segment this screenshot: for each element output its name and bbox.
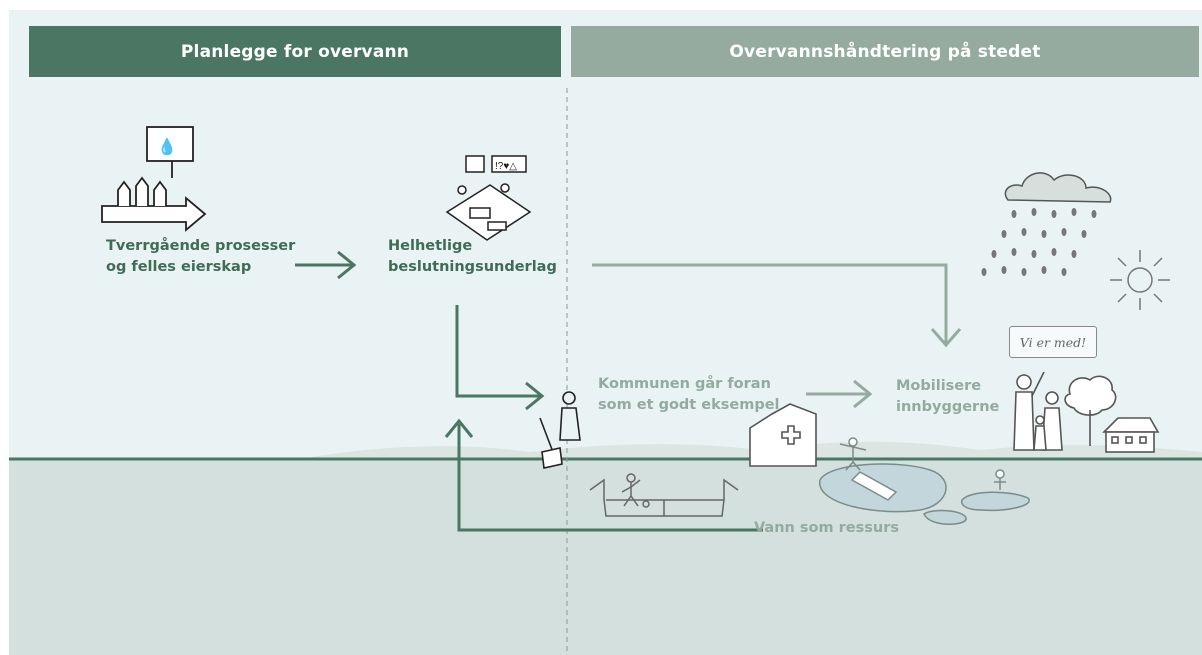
arrow-helhetlige-to-kommunen	[455, 305, 545, 411]
header-right-title: Overvannshåndtering på stedet	[729, 41, 1041, 62]
label-kommunen: Kommunen går foran som et godt eksempel	[598, 376, 780, 413]
header-left-title: Planlegge for overvann	[180, 41, 410, 62]
arrow-tverrgaaende-to-helhetlige	[295, 250, 357, 280]
speech-bubble-text: Vi er med!	[1019, 334, 1087, 350]
header-left: Planlegge for overvann	[29, 26, 561, 77]
meeting-table-icon: !?♥△	[445, 155, 532, 241]
svg-text:💧: 💧	[157, 137, 177, 156]
sun-icon	[1110, 250, 1170, 310]
arrow-return-loop	[444, 418, 763, 532]
people-icon	[1013, 371, 1063, 451]
skatepark-icon	[819, 437, 1031, 525]
building-icon	[749, 403, 817, 467]
speech-bubble: Vi er med!	[1009, 326, 1097, 358]
house-icon	[1102, 417, 1160, 453]
playground-icon	[589, 473, 739, 517]
ground-background	[9, 459, 1202, 655]
arrow-kommunen-to-mobilisere	[806, 379, 873, 409]
label-mobilisere: Mobilisere innbyggerne	[896, 378, 1000, 415]
label-vann: Vann som ressurs	[754, 520, 900, 536]
label-helhetlige: Helhetlige beslutningsunderlag	[388, 238, 557, 275]
tree-icon	[1064, 375, 1117, 446]
arrow-helhetlige-to-mobilisere	[592, 263, 962, 348]
label-tverrgaaende: Tverrgående prosesser og felles eierskap	[106, 238, 296, 275]
worker-icon	[539, 391, 581, 469]
svg-text:!?♥△: !?♥△	[495, 161, 517, 172]
planning-group-icon: 💧	[101, 126, 207, 232]
header-right: Overvannshåndtering på stedet	[571, 26, 1199, 77]
rain-cloud-icon	[981, 172, 1112, 276]
